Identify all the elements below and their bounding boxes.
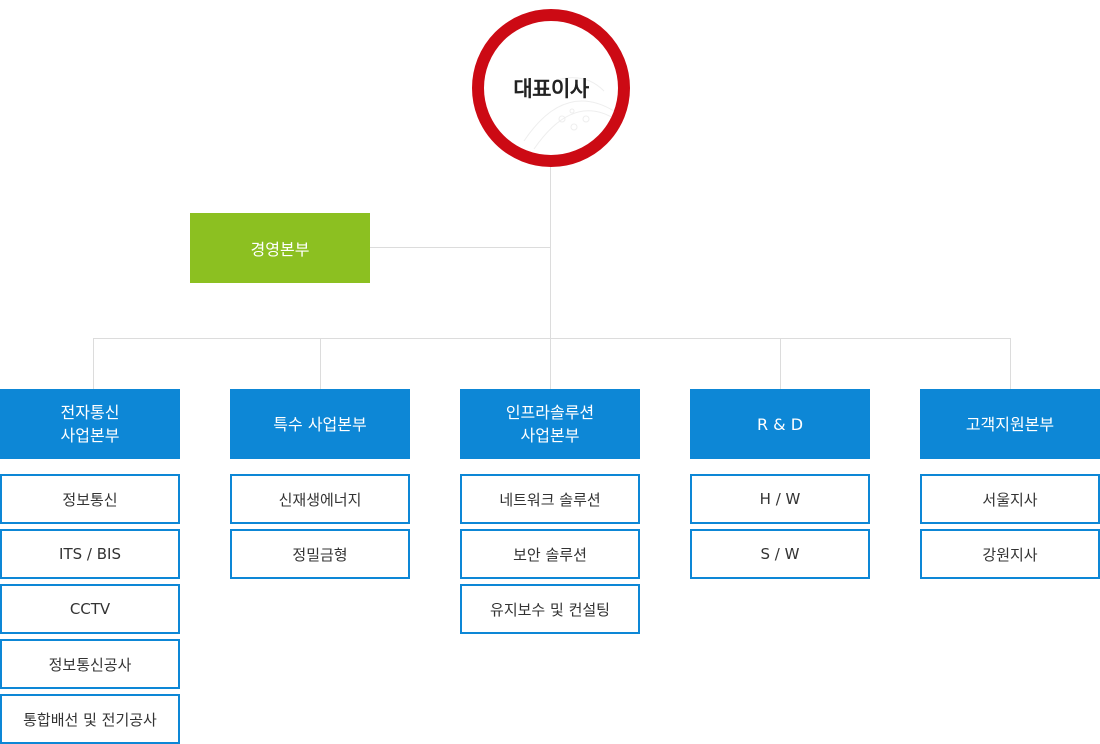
unit-box: ITS / BIS <box>0 529 180 579</box>
unit-box: 신재생에너지 <box>230 474 410 524</box>
unit-box: 유지보수 및 컨설팅 <box>460 584 640 634</box>
globe-watermark-icon <box>523 77 618 150</box>
unit-box: 서울지사 <box>920 474 1100 524</box>
unit-box: S / W <box>690 529 870 579</box>
unit-box: 통합배선 및 전기공사 <box>0 694 180 744</box>
division-node-rnd: R & D <box>690 389 870 459</box>
unit-box: 정보통신 <box>0 474 180 524</box>
unit-box: 정밀금형 <box>230 529 410 579</box>
division-drop-line-4 <box>780 338 781 389</box>
division-drop-line-1 <box>93 338 94 389</box>
division-node-special: 특수 사업본부 <box>230 389 410 459</box>
division-bus-line <box>93 338 1011 339</box>
unit-box: H / W <box>690 474 870 524</box>
management-node: 경영본부 <box>190 213 370 283</box>
division-drop-line-5 <box>1010 338 1011 389</box>
division-node-customer: 고객지원본부 <box>920 389 1100 459</box>
ceo-node: 대표이사 <box>472 9 630 167</box>
ceo-label: 대표이사 <box>513 77 589 101</box>
unit-box: 강원지사 <box>920 529 1100 579</box>
management-branch-line <box>370 247 551 248</box>
unit-box: 네트워크 솔루션 <box>460 474 640 524</box>
division-node-infra: 인프라솔루션 사업본부 <box>460 389 640 459</box>
ceo-trunk-line <box>550 165 551 389</box>
unit-box: 보안 솔루션 <box>460 529 640 579</box>
unit-box: 정보통신공사 <box>0 639 180 689</box>
division-node-electronics: 전자통신 사업본부 <box>0 389 180 459</box>
unit-box: CCTV <box>0 584 180 634</box>
division-drop-line-2 <box>320 338 321 389</box>
